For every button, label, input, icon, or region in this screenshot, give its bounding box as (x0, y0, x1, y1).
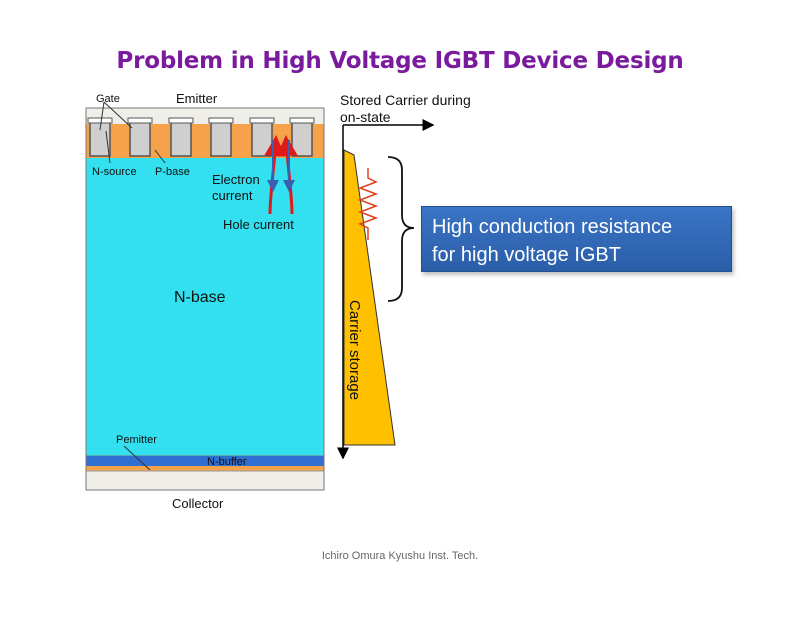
resistor-icon (357, 168, 379, 240)
callout-line1: High conduction resistance (432, 216, 673, 238)
carrier-plot-title-line2: on-state (340, 109, 391, 125)
collector-metal-layer (85, 470, 325, 491)
callout-line2: for high voltage IGBT (432, 244, 621, 266)
hole-current-label: Hole current (223, 217, 294, 232)
carrier-plot-title-line1: Stored Carrier during (340, 92, 471, 108)
credit-text: Ichiro Omura Kyushu Inst. Tech. (321, 550, 479, 562)
p-base-label: P-base (155, 166, 190, 178)
electron-current-label-line2: current (212, 188, 253, 203)
electron-current-label-line1: Electron (212, 172, 260, 187)
n-base-label: N-base (174, 289, 226, 306)
callout-box: High conduction resistance for high volt… (421, 206, 732, 272)
gate-trenches (87, 117, 315, 157)
device-cross-section: Gate Emitter N-source P-base Electron cu… (85, 91, 325, 511)
electron-current-arrows (267, 140, 295, 192)
gate-label: Gate (96, 93, 120, 105)
collector-label: Collector (172, 496, 224, 511)
emitter-label: Emitter (176, 91, 218, 106)
carrier-distribution-plot: Stored Carrier during on-state Carrier s… (337, 92, 471, 460)
n-buffer-layer (86, 456, 324, 466)
p-emitter-layer (86, 466, 324, 471)
slide-title: Problem in High Voltage IGBT Device Desi… (116, 48, 684, 74)
pemitter-label: Pemitter (116, 434, 157, 446)
brace-icon (387, 156, 415, 302)
n-buffer-label: N-buffer (207, 456, 247, 468)
carrier-storage-profile (343, 149, 396, 446)
n-source-label: N-source (92, 166, 137, 178)
carrier-storage-label: Carrier storage (346, 300, 363, 400)
